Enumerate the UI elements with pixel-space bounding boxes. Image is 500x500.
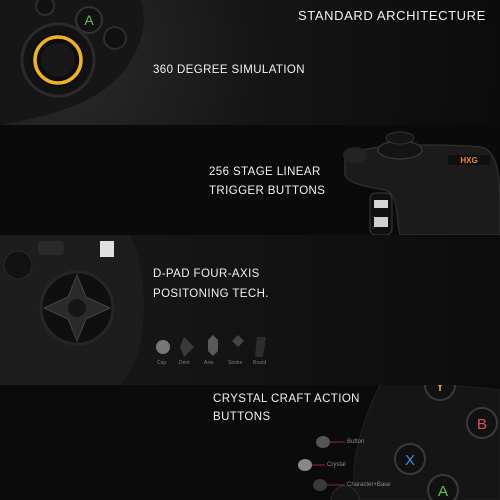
button-a-letter: A — [84, 12, 94, 28]
part-label-character-base: Character+Base — [347, 482, 391, 488]
part-label-crystal: Crystal — [327, 462, 346, 468]
caption-trigger-line1: 256 STAGE LINEAR — [209, 166, 321, 178]
dpad-variant-icons — [156, 335, 266, 357]
buttons-controller-illustration: Y B X A — [298, 385, 500, 500]
trigger-panel: 256 STAGE LINEAR TRIGGER BUTTONS HXG — [0, 125, 500, 235]
variant-label-board: Board — [253, 360, 267, 366]
crystal-button-exploded-icon — [298, 436, 345, 491]
svg-text:B: B — [477, 416, 487, 433]
variant-label-stroke: Stroke — [228, 360, 243, 366]
trigger-icon: HXG — [343, 131, 500, 235]
caption-dpad-line2: POSITONING TECH. — [153, 288, 269, 300]
caption-trigger-line2: TRIGGER BUTTONS — [209, 185, 326, 197]
section-title-standard-architecture: STANDARD ARCHITECTURE — [298, 8, 486, 23]
svg-text:HXG: HXG — [460, 156, 477, 165]
joystick-panel: A STANDARD ARCHITECTURE 360 DEGREE SIMUL… — [0, 0, 500, 125]
variant-label-axis: Axis — [204, 360, 214, 366]
caption-360-simulation: 360 DEGREE SIMULATION — [153, 64, 305, 76]
trigger-controller-illustration: HXG — [343, 131, 500, 235]
button-a-top: A — [75, 6, 103, 34]
caption-buttons-line2: BUTTONS — [213, 411, 271, 423]
svg-text:A: A — [438, 483, 448, 500]
dpad-icon — [39, 270, 115, 346]
part-label-button: Button — [347, 439, 365, 445]
joystick-illustration: A — [0, 0, 144, 125]
joystick-icon — [20, 22, 96, 98]
caption-dpad-line1: D-PAD FOUR-AXIS — [153, 268, 260, 280]
dpad-panel: D-PAD FOUR-AXIS POSITONING TECH. Cap Den… — [0, 235, 500, 385]
buttons-panel: Y B X A CRYSTAL CRAFT ACTION BUTTONS But… — [0, 385, 500, 500]
dpad-illustration — [0, 235, 266, 385]
caption-buttons-line1: CRYSTAL CRAFT ACTION — [213, 393, 360, 405]
svg-text:Y: Y — [435, 385, 445, 395]
svg-text:X: X — [405, 452, 415, 469]
variant-label-dent: Dent — [179, 360, 190, 366]
variant-label-cap: Cap — [157, 360, 167, 366]
face-buttons-icon: Y B X A — [394, 385, 498, 500]
